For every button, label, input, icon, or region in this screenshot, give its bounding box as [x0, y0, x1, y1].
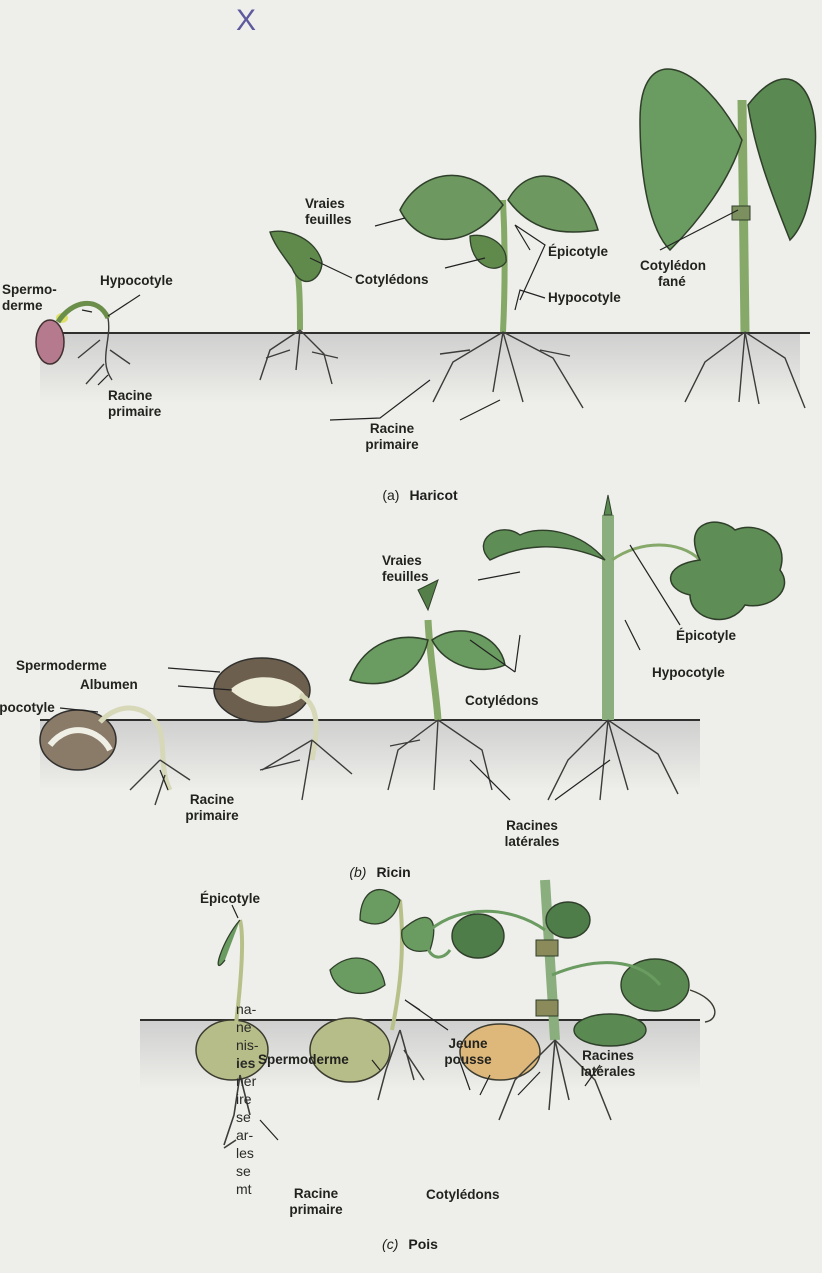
caption-a: (a)Haricot	[382, 486, 457, 504]
panel-b-ricin	[40, 495, 785, 805]
label-epicotyle-b: Épicotyle	[676, 628, 736, 644]
label-racine-primaire-a2: Racine primaire	[365, 421, 418, 453]
label-vraies-feuilles-b: Vraies feuilles	[382, 553, 429, 585]
label-albumen-b: Albumen	[80, 677, 138, 693]
label-epicotyle-a: Épicotyle	[548, 244, 608, 260]
label-spermoderme-a: Spermo- derme	[2, 282, 57, 314]
label-racine-primaire-c: Racine primaire	[289, 1186, 342, 1218]
label-cotyledons-a: Cotylédons	[355, 272, 429, 288]
label-racines-laterales-c: Racines latérales	[581, 1048, 636, 1080]
caption-c: (c)Pois	[382, 1235, 438, 1253]
label-racine-primaire-a1: Racine primaire	[108, 388, 161, 420]
label-hypocotyle-a1: Hypocotyle	[100, 273, 173, 289]
cropped-text-column: na- ne nis- ies ner ire se ar- les se mt	[236, 1000, 276, 1198]
caption-b: (b)Ricin	[349, 863, 410, 881]
label-hypocotyle-b-left: Hypocotyle	[0, 700, 64, 716]
soil-band-b	[40, 720, 700, 790]
label-cotyledons-c: Cotylédons	[426, 1187, 500, 1203]
label-racine-primaire-b: Racine primaire	[185, 792, 238, 824]
label-spermoderme-b: Spermoderme	[16, 658, 107, 674]
handwritten-mark: X	[236, 4, 256, 38]
label-jeune-pousse-c: Jeune pousse	[444, 1036, 491, 1068]
label-cotyledon-fane: Cotylédon fané	[640, 258, 706, 290]
panel-c-pois	[140, 880, 715, 1148]
label-racines-laterales-b: Racines latérales	[505, 818, 560, 850]
label-hypocotyle-a2: Hypocotyle	[548, 290, 621, 306]
label-epicotyle-c: Épicotyle	[200, 891, 260, 907]
label-vraies-feuilles-a: Vraies feuilles	[305, 196, 352, 228]
label-hypocotyle-b-right: Hypocotyle	[652, 665, 725, 681]
label-cotyledons-b: Cotylédons	[465, 693, 539, 709]
panel-a-haricot	[36, 69, 816, 420]
